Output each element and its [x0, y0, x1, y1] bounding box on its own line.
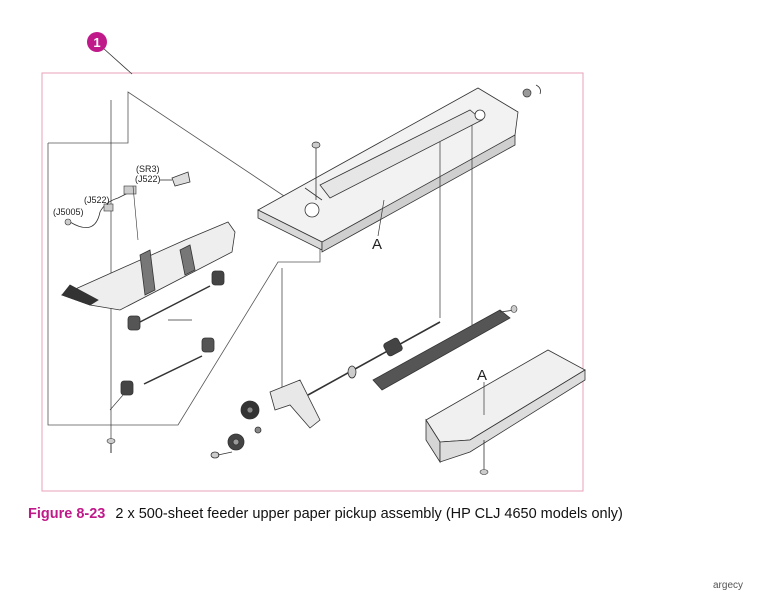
label-a-top: A: [372, 236, 382, 253]
subassembly-outline: [47, 91, 321, 426]
comb-guide: [372, 309, 511, 391]
callout-number: 1: [93, 35, 100, 50]
bottom-left-screw-head: [106, 438, 116, 444]
watermark: argecy: [712, 580, 743, 591]
connector-j522: [123, 185, 137, 195]
top-plate: [257, 87, 519, 253]
figure-title: 2 x 500-sheet feeder upper paper pickup …: [115, 506, 623, 522]
rollers-left: [120, 270, 225, 396]
pickup-arm: [269, 379, 321, 429]
top-screw-head: [311, 141, 321, 149]
callout-leader: [102, 47, 133, 75]
bottom-rail: [425, 349, 586, 464]
callout-badge: [87, 32, 107, 52]
leader-sr3: [132, 185, 139, 241]
leader-left-2: [109, 394, 124, 411]
e-ring: [535, 84, 541, 95]
washer: [522, 88, 532, 98]
pickup-guide: [60, 221, 236, 311]
label-j522-upper: (J522): [135, 174, 161, 184]
wire-j5005: [69, 192, 129, 229]
bottom-rail-screw-head: [479, 469, 489, 475]
label-sr3: (SR3): [136, 164, 160, 174]
leader-a-top: [377, 199, 385, 237]
right-screw-head: [510, 305, 518, 313]
assembly-frame: [41, 72, 584, 492]
connector-j522-b: [103, 203, 114, 212]
sensor-bracket: [160, 171, 191, 187]
drive-gears: [210, 400, 262, 459]
label-a-bottom: A: [477, 367, 487, 384]
figure-caption: Figure 8-23 2 x 500-sheet feeder upper pa…: [28, 506, 623, 522]
figure-number: Figure 8-23: [28, 506, 106, 522]
pickup-shaft: [307, 321, 441, 396]
label-j522-lower: (J522): [84, 195, 110, 205]
label-j5005: (J5005): [53, 207, 84, 217]
connector-j5005: [64, 218, 72, 226]
